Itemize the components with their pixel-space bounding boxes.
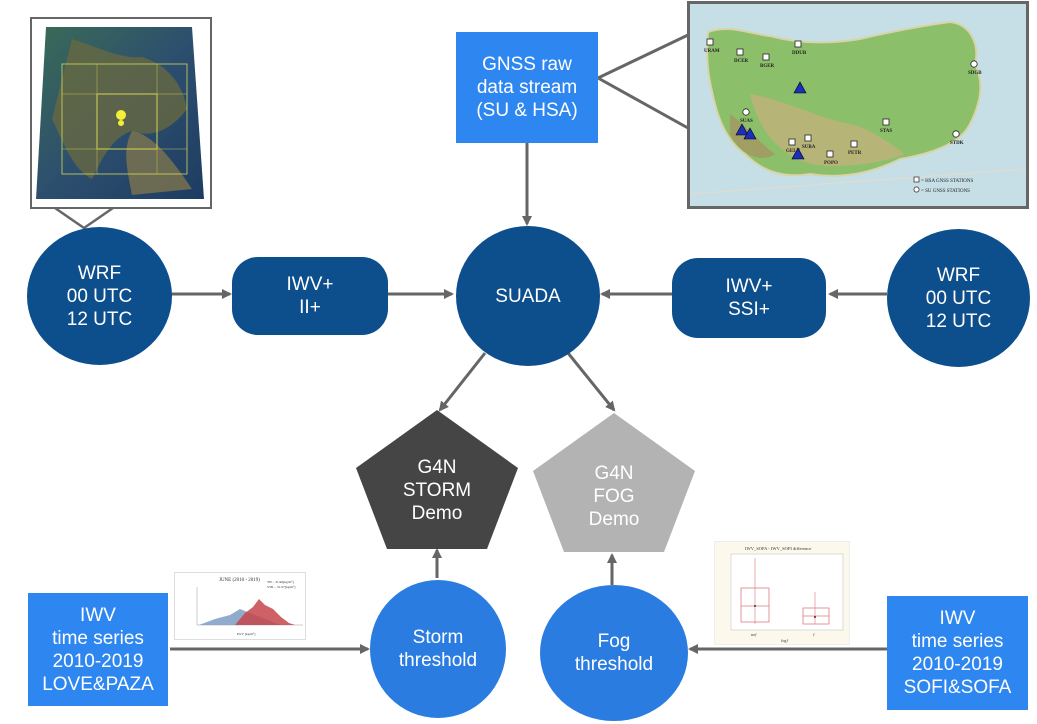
station-label: SDGB bbox=[968, 71, 982, 76]
callout-pointer-wrf bbox=[54, 206, 114, 230]
storm-threshold-node: Storm threshold bbox=[370, 580, 506, 718]
station-label: SUAS bbox=[740, 119, 753, 124]
station-marker bbox=[788, 138, 796, 146]
station-label: POPO bbox=[824, 161, 838, 166]
callout-line-bottom bbox=[597, 76, 689, 130]
fog-demo-pentagon bbox=[533, 413, 695, 552]
storm-chart-title: JUNE (2010 - 2019) bbox=[219, 578, 260, 583]
storm-demo-label: G4N STORM Demo bbox=[402, 456, 472, 524]
satellite-image bbox=[36, 27, 204, 199]
map-legend-hsa: = HSA GNSS STATIONS bbox=[921, 179, 974, 184]
station-label: STDK bbox=[950, 141, 964, 146]
station-marker bbox=[952, 130, 960, 138]
iwv-ssi-node: IWV+ SSI+ bbox=[672, 258, 826, 338]
map-legend: = HSA GNSS STATIONS = SU GNSS STATIONS bbox=[913, 176, 974, 194]
station-label: BGER bbox=[760, 64, 775, 69]
storm-chart-legend-2: STR – 31.97[kg/m²] bbox=[267, 585, 295, 589]
iwv-sofi-sofa-node: IWV time series 2010-2019 SOFI&SOFA bbox=[887, 596, 1028, 710]
station-marker bbox=[736, 48, 744, 56]
gnss-raw-stream-node: GNSS raw data stream (SU & HSA) bbox=[456, 32, 598, 143]
wrf-domain-thumbnail bbox=[30, 17, 212, 209]
fog-xlabel: fogƒ bbox=[781, 638, 788, 643]
station-label: PETR bbox=[848, 151, 862, 156]
storm-chart-xlabel: IWV [kg/m²] bbox=[237, 632, 255, 636]
fog-boxplot: IWV_SOFA - IWV_SOFI difference noƒ ƒ fog… bbox=[714, 541, 850, 645]
arrow-suada-to-fog bbox=[566, 352, 616, 412]
storm-chart-legend-1: TH – 31.96[kg/m²] bbox=[267, 580, 294, 584]
station-marker bbox=[970, 60, 978, 68]
fog-box-nofog bbox=[740, 587, 770, 623]
map-image: URAM DCER BGER DDUB SDGB SUAS STAS STDK GELNSUBA… bbox=[690, 20, 1026, 195]
triangle-marker-icon bbox=[793, 81, 807, 94]
storm-demo-pentagon bbox=[356, 410, 518, 549]
fog-chart-title: IWV_SOFA - IWV_SOFI difference bbox=[745, 546, 811, 551]
station-label: GELN bbox=[786, 149, 801, 154]
station-marker bbox=[882, 118, 890, 126]
station-marker bbox=[794, 40, 802, 48]
fog-threshold-node: Fog threshold bbox=[540, 585, 688, 721]
station-label: DDUB bbox=[792, 51, 807, 56]
fog-demo-label: G4N FOG Demo bbox=[588, 462, 640, 530]
triangle-marker-icon bbox=[791, 147, 805, 160]
callout-line-top bbox=[597, 33, 689, 80]
station-label: URAM bbox=[704, 49, 720, 54]
wrf-left-node: WRF 00 UTC 12 UTC bbox=[27, 227, 172, 365]
station-label: SUBA bbox=[802, 145, 816, 150]
station-marker bbox=[850, 140, 858, 148]
station-marker bbox=[826, 150, 834, 158]
storm-chart-svg: JUNE (2010 - 2019) TH – 31.96[kg/m²] STR… bbox=[196, 578, 303, 636]
map-legend-su: = SU GNSS STATIONS bbox=[921, 189, 970, 194]
storm-series-red bbox=[235, 599, 295, 625]
triangle-marker-icon bbox=[735, 123, 749, 136]
fog-cat-1: noƒ bbox=[751, 632, 757, 637]
station-label: DCER bbox=[734, 59, 749, 64]
arrow-suada-to-storm bbox=[438, 352, 487, 412]
iwv-ii-node: IWV+ II+ bbox=[232, 257, 388, 335]
station-marker bbox=[762, 53, 770, 61]
suada-node: SUADA bbox=[456, 226, 600, 366]
wrf-right-node: WRF 00 UTC 12 UTC bbox=[887, 229, 1030, 367]
station-marker bbox=[742, 108, 750, 116]
station-marker bbox=[706, 38, 714, 46]
station-label: STAS bbox=[880, 129, 892, 134]
storm-iwv-chart: JUNE (2010 - 2019) TH – 31.96[kg/m²] STR… bbox=[174, 572, 306, 640]
fog-chart-svg: IWV_SOFA - IWV_SOFI difference noƒ ƒ fog… bbox=[730, 546, 844, 643]
triangle-marker-icon bbox=[743, 127, 757, 140]
fog-cat-2: ƒ bbox=[813, 632, 815, 637]
station-marker bbox=[804, 134, 812, 142]
iwv-love-paza-node: IWV time series 2010-2019 LOVE&PAZA bbox=[28, 593, 168, 706]
